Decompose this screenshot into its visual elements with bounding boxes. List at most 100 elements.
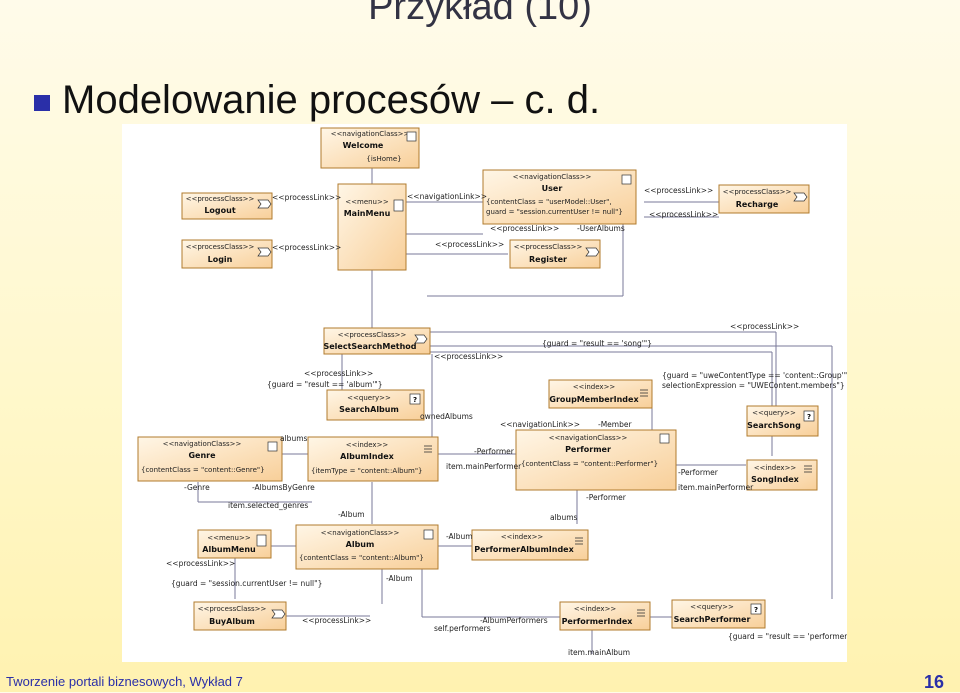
menu-icon bbox=[393, 199, 404, 212]
node-logout: <<processClass>> Logout bbox=[181, 192, 273, 220]
node-albumindex: <<index>> AlbumIndex {itemType = "conten… bbox=[307, 436, 439, 482]
node-extra: {isHome} bbox=[366, 155, 401, 163]
edge-label: <<processLink>> bbox=[649, 210, 718, 219]
edge-label: <<processLink>> bbox=[644, 186, 713, 195]
node-name: SearchSong bbox=[747, 421, 801, 430]
node-user: <<navigationClass>> User {contentClass =… bbox=[482, 169, 637, 225]
node-stereotype: <<processClass>> bbox=[198, 605, 267, 613]
node-recharge: <<processClass>> Recharge bbox=[718, 184, 810, 214]
edge-label: <<processLink>> bbox=[272, 243, 341, 252]
edge-label: <<processLink>> bbox=[434, 352, 503, 361]
edge-label: -Performer bbox=[586, 493, 627, 502]
node-welcome: <<navigationClass>> Welcome {isHome} bbox=[320, 127, 420, 169]
query-icon bbox=[803, 410, 815, 422]
edge-label: selectionExpression = "UWEContent.member… bbox=[662, 381, 845, 390]
node-extra: {contentClass = "userModel::User", bbox=[486, 198, 612, 206]
query-mark-icon: ? bbox=[754, 606, 758, 614]
node-name: BuyAlbum bbox=[209, 617, 255, 626]
class-icon bbox=[267, 441, 278, 452]
node-stereotype: <<processClass>> bbox=[723, 188, 792, 196]
query-mark-icon: ? bbox=[413, 396, 417, 404]
node-stereotype: <<query>> bbox=[752, 409, 796, 417]
edge-label: {guard = "session.currentUser != null"} bbox=[171, 579, 322, 588]
slide-title: Przykład (10) bbox=[368, 0, 592, 28]
node-selectsearch: <<processClass>> SelectSearchMethod bbox=[323, 327, 431, 355]
node-stereotype: <<query>> bbox=[347, 394, 391, 402]
process-icon bbox=[271, 609, 286, 619]
query-mark-icon: ? bbox=[807, 413, 811, 421]
node-name: Performer bbox=[565, 445, 611, 454]
node-stereotype: <<index>> bbox=[573, 383, 616, 391]
process-icon bbox=[414, 334, 428, 344]
node-name: AlbumMenu bbox=[202, 545, 256, 554]
node-stereotype: <<menu>> bbox=[207, 534, 251, 542]
slide-subtitle: Modelowanie procesów – c. d. bbox=[62, 78, 601, 122]
node-stereotype: <<index>> bbox=[574, 605, 617, 613]
slide-footer: Tworzenie portali biznesowych, Wykład 7 bbox=[6, 674, 243, 689]
node-stereotype: <<navigationClass>> bbox=[331, 130, 410, 138]
node-stereotype: <<menu>> bbox=[345, 198, 389, 206]
edge-label: item.mainPerformer bbox=[678, 483, 754, 492]
node-stereotype: <<processClass>> bbox=[186, 195, 255, 203]
index-icon bbox=[640, 389, 648, 397]
node-stereotype: <<processClass>> bbox=[186, 243, 255, 251]
edge-label: -Member bbox=[598, 420, 632, 429]
query-icon bbox=[409, 393, 421, 405]
node-stereotype: <<navigationClass>> bbox=[321, 529, 400, 537]
node-stereotype: <<navigationClass>> bbox=[549, 434, 628, 442]
node-genre: <<navigationClass>> Genre {contentClass … bbox=[137, 436, 283, 482]
node-name: User bbox=[542, 184, 563, 193]
node-extra: guard = "session.currentUser != null"} bbox=[486, 208, 623, 216]
node-searchperformer: <<query>> SearchPerformer ? bbox=[671, 599, 766, 629]
node-register: <<processClass>> Register bbox=[509, 239, 601, 269]
edge-label: ownedAlbums bbox=[420, 412, 473, 421]
process-icon bbox=[257, 199, 272, 209]
query-icon bbox=[750, 603, 762, 615]
edge-label: item.mainPerformer bbox=[446, 462, 522, 471]
bullet-square-icon bbox=[34, 94, 50, 111]
node-name: Welcome bbox=[343, 141, 384, 150]
node-login: <<processClass>> Login bbox=[181, 239, 273, 269]
page-number: 16 bbox=[924, 672, 945, 692]
edge-label: <<processLink>> bbox=[272, 193, 341, 202]
edge-label: <<processLink>> bbox=[435, 240, 504, 249]
process-icon bbox=[257, 247, 272, 257]
node-name: Recharge bbox=[736, 200, 779, 209]
node-extra: {contentClass = "content::Album"} bbox=[299, 554, 424, 562]
edge-label: -AlbumsByGenre bbox=[252, 483, 315, 492]
node-stereotype: <<index>> bbox=[501, 533, 544, 541]
node-groupmember: <<index>> GroupMemberIndex bbox=[548, 379, 653, 409]
node-searchalbum: <<query>> SearchAlbum ? bbox=[326, 389, 425, 421]
node-mainmenu: <<menu>> MainMenu bbox=[337, 183, 407, 271]
edge-label: {guard = "result == 'song'"} bbox=[542, 339, 652, 348]
edge-label: {guard = "uweContentType == 'content::Gr… bbox=[662, 371, 847, 380]
node-album: <<navigationClass>> Album {contentClass … bbox=[295, 524, 439, 570]
node-name: SelectSearchMethod bbox=[323, 342, 416, 351]
node-stereotype: <<processClass>> bbox=[338, 331, 407, 339]
edge-label: albums bbox=[550, 513, 577, 522]
node-performerindex: <<index>> PerformerIndex bbox=[559, 601, 651, 631]
node-stereotype: <<navigationClass>> bbox=[513, 173, 592, 181]
uml-diagram: <<navigationClass>> Welcome {isHome} <<p… bbox=[122, 124, 858, 662]
node-buyalbum: <<processClass>> BuyAlbum bbox=[193, 601, 287, 631]
edge-label: <<navigationLink>> bbox=[500, 420, 580, 429]
index-icon bbox=[804, 465, 812, 473]
node-albummenu: <<menu>> AlbumMenu bbox=[197, 529, 272, 559]
edge-label: albums bbox=[280, 434, 307, 443]
menu-icon bbox=[256, 534, 267, 547]
edge-label: item.selected_genres bbox=[228, 501, 308, 510]
node-name: MainMenu bbox=[344, 209, 391, 218]
edge-label: <<processLink>> bbox=[730, 322, 799, 331]
edge-label: <<processLink>> bbox=[490, 224, 559, 233]
node-name: SongIndex bbox=[751, 475, 800, 484]
node-name: PerformerIndex bbox=[562, 617, 634, 626]
edge-label: -AlbumPerformers bbox=[480, 616, 548, 625]
node-stereotype: <<processClass>> bbox=[514, 243, 583, 251]
node-name: AlbumIndex bbox=[340, 452, 395, 461]
node-performer: <<navigationClass>> Performer {contentCl… bbox=[515, 429, 677, 491]
edge-label: -Performer bbox=[678, 468, 719, 477]
node-stereotype: <<index>> bbox=[346, 441, 389, 449]
edge-label: <<processLink>> bbox=[166, 559, 235, 568]
edge-label: -Performer bbox=[474, 447, 515, 456]
node-name: Album bbox=[346, 540, 375, 549]
